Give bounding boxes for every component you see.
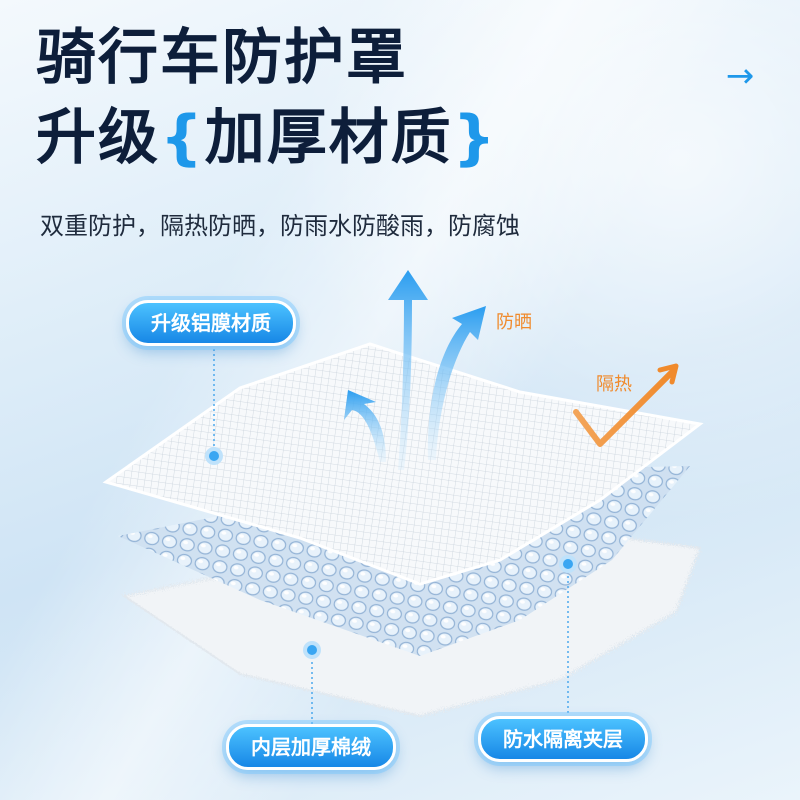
brace-close: }: [452, 103, 498, 173]
brace-open: {: [160, 103, 205, 173]
headline-line-1: 骑行车防护罩: [36, 23, 408, 93]
top-layer-badge: 升级铝膜材质: [126, 300, 296, 346]
bottom-layer-badge: 内层加厚棉绒: [226, 724, 396, 770]
middle-layer-badge: 防水隔离夹层: [478, 716, 648, 762]
film-dot: [205, 447, 223, 465]
headline-core: 加厚材质: [204, 103, 453, 173]
heat-insulation-label: 隔热: [596, 374, 632, 395]
right-curved-arrow-icon: [427, 306, 486, 460]
left-curved-arrow-icon: [344, 390, 386, 462]
bubble-dot: [559, 555, 577, 573]
fleece-dot: [303, 641, 321, 659]
center-up-arrow-icon: [388, 270, 428, 470]
next-arrow-icon[interactable]: →: [725, 56, 755, 96]
sun-protection-label: 防晒: [496, 312, 532, 333]
heat-reflect-arrow-icon: [573, 369, 675, 447]
headline-prefix: 升级: [36, 103, 160, 173]
headline-line-2: 升级{加厚材质}: [36, 102, 497, 174]
subtitle: 双重防护，隔热防晒，防雨水防酸雨，防腐蚀: [40, 212, 520, 240]
